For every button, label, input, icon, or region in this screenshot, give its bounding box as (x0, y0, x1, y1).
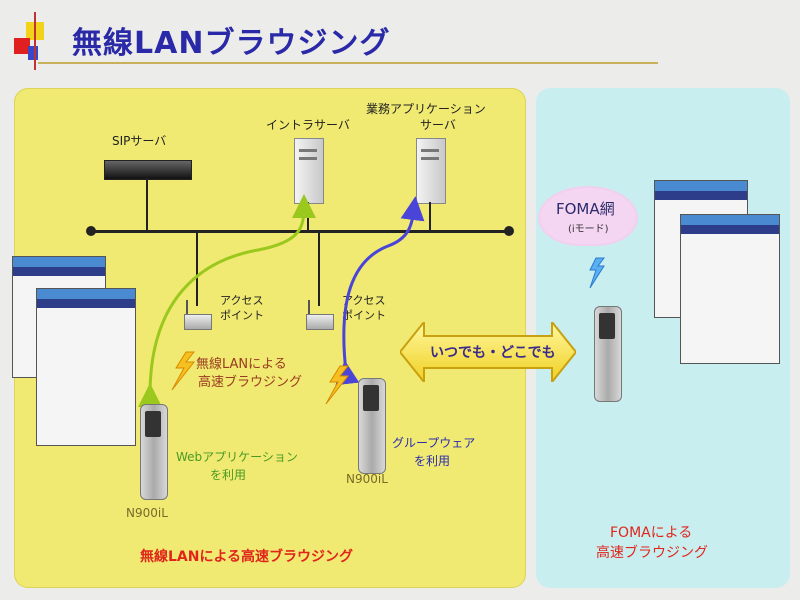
phone-2-icon (358, 378, 386, 474)
intranet-server-label: イントラサーバ (266, 118, 350, 132)
foma-caption-line1: FOMAによる (610, 525, 693, 541)
web-app-label-line2: を利用 (210, 468, 247, 482)
phone-3-icon (594, 306, 622, 402)
sip-server-icon (104, 160, 192, 180)
foma-cloud-icon (540, 188, 636, 244)
foma-net-label: FOMA網 (556, 200, 615, 218)
anytime-label: いつでも・どこでも (430, 345, 556, 361)
biz-app-server-label-line1: 業務アプリケーション (366, 102, 486, 116)
green-access-path (137, 194, 316, 408)
biz-app-server-icon (416, 138, 446, 204)
sip-server-label: SIPサーバ (112, 134, 167, 148)
logo-red-square (14, 38, 30, 54)
anytime-arrow (400, 322, 576, 382)
phone-model-label-1: N900iL (126, 506, 168, 520)
slide-title: 無線LANブラウジング (72, 26, 391, 61)
logo-line (34, 12, 36, 70)
lightning-icon-foma (589, 257, 605, 289)
lightning-icon-2 (325, 365, 350, 405)
intranet-server-icon (294, 138, 324, 204)
ap2-drop-line (318, 232, 320, 306)
groupware-label-line2: を利用 (414, 454, 451, 468)
imode-label: (iモード) (568, 224, 609, 235)
phone-1-icon (140, 404, 168, 500)
web-app-label-line1: Webアプリケーション (176, 450, 298, 464)
wlan-speed-line1: 無線LANによる (196, 357, 287, 372)
logo-blue-square (28, 46, 38, 60)
screen-mockup-front-left (36, 288, 136, 446)
lightning-icon-1 (171, 351, 196, 391)
bus-end-left (86, 226, 96, 236)
wlan-caption: 無線LANによる高速ブラウジング (140, 549, 354, 565)
bus-end-right (504, 226, 514, 236)
foma-caption-line2: 高速ブラウジング (596, 545, 708, 561)
groupware-label-line1: グループウェア (392, 436, 476, 450)
biz-app-server-label-line2: サーバ (420, 118, 456, 132)
wlan-speed-line2: 高速ブラウジング (198, 375, 303, 390)
biz-drop-line (429, 202, 431, 230)
screen-mockup-front-right (680, 214, 780, 364)
phone-model-label-2: N900iL (346, 472, 388, 486)
title-underline (38, 62, 658, 64)
blue-access-path (335, 196, 425, 386)
